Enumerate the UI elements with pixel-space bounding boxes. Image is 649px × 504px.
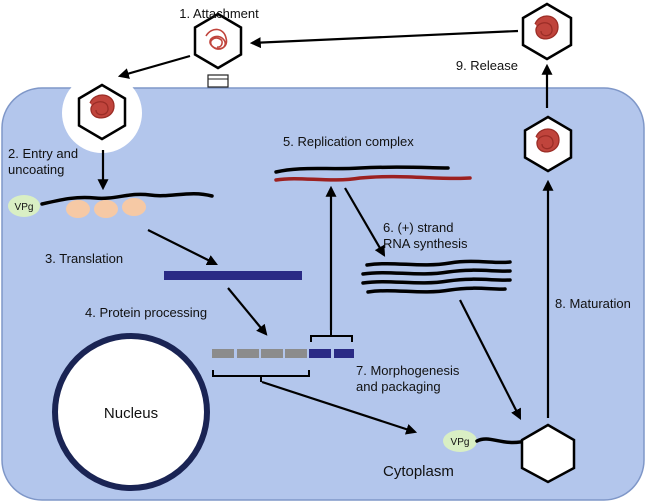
step-maturation-label: 8. Maturation [555, 296, 631, 311]
released-virion [521, 2, 573, 61]
arrow-translation-to-polyprotein [147, 229, 218, 265]
step-replication-complex-label: 5. Replication complex [283, 134, 414, 149]
processed-proteins [212, 349, 354, 358]
arrow-replication-to-synthesis [344, 187, 386, 257]
negative-strand [274, 174, 472, 182]
polyprotein [164, 271, 302, 280]
new-positive-strand [365, 259, 512, 267]
viral-rna-icon [205, 28, 228, 50]
attached-virion [193, 12, 243, 88]
ribosome [94, 200, 118, 218]
cytoplasm-label: Cytoplasm [383, 463, 454, 480]
nucleus [52, 333, 210, 491]
provirion [520, 423, 576, 484]
step-protein-processing-label: 4. Protein processing [85, 305, 207, 320]
nonstructural-proteins-bracket [310, 330, 353, 342]
arrow-proteins-to-packaging [261, 380, 418, 435]
step-morphogenesis-label-2: and packaging [356, 379, 441, 394]
vpg-protein [443, 430, 477, 452]
nucleus-label: Nucleus [104, 405, 158, 422]
positive-strand [274, 165, 450, 174]
vpg-protein [8, 195, 40, 217]
mature-virion [523, 115, 573, 173]
step-morphogenesis-label-1: 7. Morphogenesis [356, 363, 460, 378]
step-release-label: 9. Release [456, 58, 518, 73]
step-rna-synthesis-label-1: 6. (+) strand [383, 220, 453, 235]
arrow-release-to-attachment [249, 29, 519, 49]
arrow-attachment-to-entry [117, 54, 191, 79]
vpg-label: VPg [451, 437, 470, 448]
entering-virion [77, 83, 127, 141]
step-entry-label-2: uncoating [8, 162, 64, 177]
new-positive-strand [361, 268, 512, 276]
new-positive-strand [366, 286, 507, 294]
step-entry-label-1: 2. Entry and [8, 146, 78, 161]
vpg-label: VPg [15, 202, 34, 213]
arrow-polyprotein-to-processing [227, 287, 268, 336]
genomic-rna [40, 191, 214, 206]
arrow-synthesis-to-packaging [459, 299, 521, 420]
step-attachment-label: 1. Attachment [179, 6, 259, 21]
step-translation-label: 3. Translation [45, 251, 123, 266]
new-positive-strand [361, 277, 512, 285]
step-rna-synthesis-label-2: RNA synthesis [383, 236, 468, 251]
ribosome [66, 200, 90, 218]
structural-proteins-bracket [212, 370, 310, 382]
ribosome [122, 198, 146, 216]
